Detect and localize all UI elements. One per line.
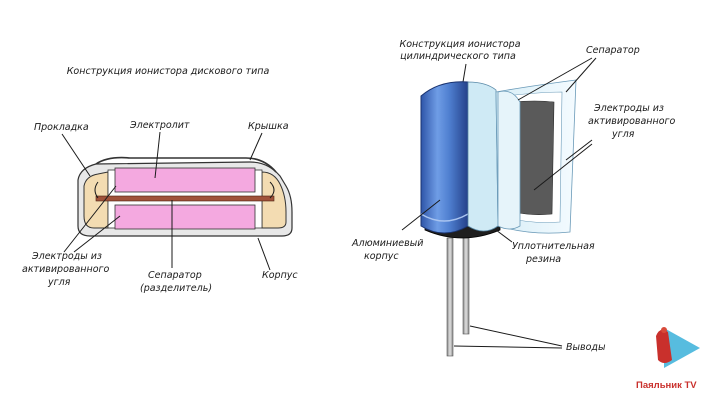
disc-electrode-top [114,167,256,193]
disc-lid [95,156,277,173]
label-aluminum-2: корпус [364,251,399,262]
cylinder-capacitor [420,79,577,357]
lead-left [446,237,454,357]
label-cyl-electrodes-1: Электроды из [593,103,664,114]
paialnik-tv-logo: Паяльник TV [636,327,700,391]
disc-separator [95,195,275,202]
lead-right [462,237,470,335]
label-rubber-1: Уплотнительная [512,241,595,252]
disc-title: Конструкция ионистора дискового типа [67,66,270,77]
label-electrolyte: Электролит [129,120,190,131]
label-disc-electrodes-3: угля [47,277,71,288]
aluminum-can [420,81,469,234]
label-gasket: Прокладка [34,122,89,133]
label-cyl-separator: Сепаратор [586,45,640,56]
cylinder-title-1: Конструкция ионистора [399,39,520,50]
label-aluminum-1: Алюминиевый [351,238,423,249]
label-disc-separator-1: Сепаратор [148,270,202,281]
label-leads: Выводы [566,342,606,353]
logo-text: Паяльник TV [636,380,697,391]
label-cyl-electrodes-3: угля [611,129,635,140]
cylinder-title-2: цилиндрического типа [400,51,516,62]
label-case: Корпус [262,270,298,281]
disc-capacitor [77,156,293,237]
label-cyl-electrodes-2: активированного [588,116,676,127]
label-lid: Крышка [248,121,289,132]
label-rubber-2: резина [525,254,561,265]
label-disc-electrodes-1: Электроды из [31,251,102,262]
film-roll [467,81,499,232]
electrode-sheet [511,100,555,215]
label-disc-separator-2: (разделитель) [140,283,212,294]
label-disc-electrodes-2: активированного [22,264,110,275]
disc-electrode-bottom [114,204,256,230]
